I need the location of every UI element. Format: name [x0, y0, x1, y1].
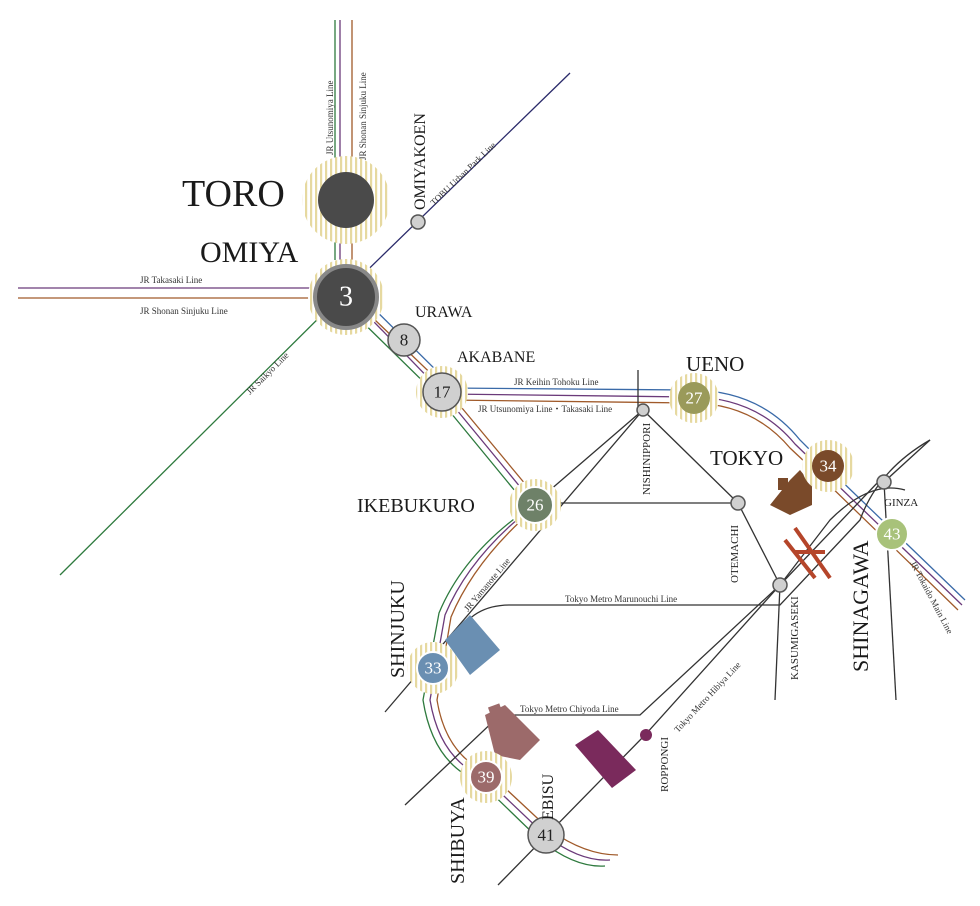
- bundle-west-3: [422, 395, 606, 867]
- station-shibuya-minutes: 39: [478, 768, 495, 787]
- saikyo-line: [59, 291, 346, 576]
- station-tokyo-label: TOKYO: [710, 446, 783, 470]
- label-utsunomiya-takasaki: JR Utsunomiya Line・Takasaki Line: [478, 404, 612, 414]
- station-roppongi-dot: [640, 729, 652, 741]
- tokyo-station-building-icon: [770, 470, 812, 515]
- station-shinagawa[interactable]: 43 SHINAGAWA: [848, 517, 909, 672]
- label-shonan-left: JR Shonan Sinjuku Line: [140, 306, 228, 316]
- label-takasaki: JR Takasaki Line: [140, 275, 202, 285]
- tobu-urban-park-line: [344, 72, 571, 293]
- ginza-line: [883, 481, 897, 701]
- station-roppongi[interactable]: ROPPONGI: [640, 729, 671, 792]
- station-ebisu-dot: [527, 816, 565, 854]
- label-tokaido: JR Tokaido Main Line: [908, 559, 955, 635]
- line-ginza-up: [883, 439, 931, 483]
- label-shonan-top: JR Shonan Sinjuku Line: [358, 72, 368, 160]
- station-omiyakoen[interactable]: OMIYAKOEN: [410, 113, 429, 230]
- station-ikebukuro-minutes: 26: [527, 496, 544, 515]
- label-tobu: TOBU Urban Park Line: [428, 140, 497, 207]
- bundle-west-1: [429, 391, 611, 861]
- station-akabane-dot: [422, 372, 462, 412]
- station-omiyakoen-label: OMIYAKOEN: [412, 113, 429, 210]
- station-toro[interactable]: TORO: [182, 172, 374, 228]
- station-nishinippori[interactable]: NISHINIPPORI: [636, 403, 653, 495]
- station-ikebukuro-dot: [516, 486, 554, 524]
- station-ueno[interactable]: 27 UENO: [678, 352, 744, 414]
- label-saikyo: JR Saikyo Line: [244, 350, 290, 396]
- station-tokyo-dot: [812, 450, 844, 482]
- shibuya-building-icon: [485, 703, 540, 760]
- station-nishinippori-dot: [636, 403, 650, 417]
- station-omiya-dot: [313, 264, 379, 330]
- station-ueno-label: UENO: [686, 352, 744, 376]
- label-hibiya: Tokyo Metro Hibiya Line: [672, 660, 742, 735]
- station-otemachi[interactable]: OTEMACHI: [729, 495, 746, 583]
- station-ebisu-minutes: 41: [538, 826, 555, 845]
- station-ginza[interactable]: GINZA: [876, 474, 918, 509]
- station-ikebukuro[interactable]: 26 IKEBUKURO: [357, 486, 554, 524]
- tokyo-tower-icon: [783, 526, 832, 580]
- station-toro-dot: [318, 172, 374, 228]
- station-ginza-label: GINZA: [884, 497, 918, 509]
- shinjuku-skyscraper-icon: [445, 615, 500, 675]
- station-akabane-minutes: 17: [434, 383, 452, 402]
- station-tokyo[interactable]: 34 TOKYO: [710, 446, 844, 482]
- station-urawa-label: URAWA: [415, 304, 473, 321]
- station-nishinippori-label: NISHINIPPORI: [641, 423, 653, 495]
- station-shinjuku-label: SHINJUKU: [387, 580, 409, 678]
- station-kasumigaseki[interactable]: KASUMIGASEKI: [772, 577, 801, 680]
- station-omiyakoen-dot: [410, 214, 426, 230]
- station-kasumigaseki-dot: [772, 577, 788, 593]
- line-nishinippori-otemachi: [642, 409, 739, 504]
- station-urawa-dot: [387, 323, 421, 357]
- station-shibuya[interactable]: 39 SHIBUYA: [447, 760, 503, 884]
- station-otemachi-label: OTEMACHI: [729, 525, 741, 583]
- label-chiyoda: Tokyo Metro Chiyoda Line: [520, 704, 619, 714]
- station-shinjuku[interactable]: 33 SHINJUKU: [387, 580, 450, 685]
- station-shibuya-label: SHIBUYA: [447, 797, 469, 884]
- station-shinagawa-dot: [875, 517, 909, 551]
- label-marunouchi: Tokyo Metro Marunouchi Line: [565, 594, 677, 604]
- station-shibuya-dot: [469, 760, 503, 794]
- station-omiya-minutes: 3: [339, 282, 353, 313]
- station-shinagawa-minutes: 43: [884, 525, 901, 544]
- label-keihin: JR Keihin Tohoku Line: [514, 377, 598, 387]
- station-urawa-minutes: 8: [400, 331, 409, 350]
- station-akabane[interactable]: 17 AKABANE: [422, 349, 535, 412]
- station-tokyo-minutes: 34: [820, 457, 838, 476]
- station-ebisu[interactable]: 41 EBISU: [527, 773, 565, 854]
- station-ueno-minutes: 27: [686, 389, 704, 408]
- line-labels: JR Utsunomiya Line JR Shonan Sinjuku Lin…: [140, 72, 955, 734]
- station-omiya[interactable]: 3 OMIYA: [200, 236, 379, 330]
- station-toro-label: TORO: [182, 173, 285, 215]
- station-ueno-dot: [678, 382, 710, 414]
- station-otemachi-dot: [730, 495, 746, 511]
- station-ikebukuro-label: IKEBUKURO: [357, 495, 475, 517]
- station-kasumigaseki-label: KASUMIGASEKI: [789, 596, 801, 680]
- station-ginza-dot: [876, 474, 892, 490]
- station-shinagawa-label: SHINAGAWA: [848, 540, 873, 672]
- label-utsunomiya-top: JR Utsunomiya Line: [325, 80, 335, 155]
- station-ebisu-label: EBISU: [540, 773, 557, 820]
- line-otemachi-kasumigaseki: [737, 502, 781, 586]
- station-shinjuku-minutes: 33: [425, 659, 442, 678]
- station-shinjuku-dot: [416, 651, 450, 685]
- line-kasumigaseki-down: [774, 584, 781, 701]
- roppongi-hills-icon: [575, 730, 636, 788]
- station-akabane-label: AKABANE: [457, 349, 535, 366]
- station-urawa[interactable]: 8 URAWA: [387, 304, 473, 357]
- bundle-west-2: [436, 389, 619, 856]
- station-roppongi-label: ROPPONGI: [659, 737, 671, 792]
- station-omiya-label: OMIYA: [200, 236, 299, 269]
